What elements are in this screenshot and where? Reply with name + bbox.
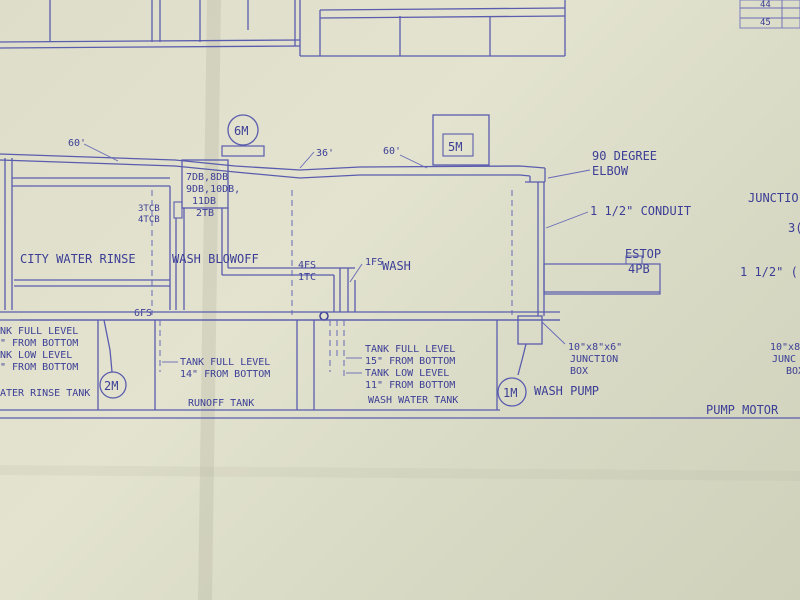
wash-tank-full-level: TANK FULL LEVEL [365, 344, 455, 355]
junction-box-label-1: JUNCTION [570, 354, 618, 365]
motor-2m-label: 2M [104, 379, 118, 393]
dimension-callouts: 60' 36' 60' [68, 138, 428, 169]
runoff-tank-full-level-distance: 14" FROM BOTTOM [180, 369, 270, 380]
motor-5m-label: 5M [448, 140, 462, 154]
runoff-tank-name: RUNOFF TANK [188, 398, 254, 409]
wash-pump-label: WASH PUMP [534, 384, 599, 398]
top-partial-structure [0, 0, 566, 57]
switch-6fs: 6FS [134, 308, 152, 319]
motor-6m: 6M [221, 114, 265, 157]
left-tank-line-1: NK FULL LEVEL [0, 326, 78, 337]
estop-pushbutton: ESTOP 4PB [543, 247, 661, 295]
section-dividers [151, 190, 513, 315]
elbow-callout: 90 DEGREE ELBOW [547, 149, 657, 179]
section-wash-blowoff: WASH BLOWOFF [172, 252, 259, 266]
conduit-callout: 1 1/2" CONDUIT [545, 204, 691, 229]
estop-label: ESTOP [625, 247, 661, 261]
right-3-label: 3( [788, 221, 800, 235]
main-conduit-run [0, 153, 546, 316]
estop-id-label: 4PB [628, 262, 650, 276]
tank-structure [0, 311, 800, 419]
wash-tank-labels: TANK FULL LEVEL 15" FROM BOTTOM TANK LOW… [346, 344, 458, 406]
motor-1m-label: 1M [503, 386, 517, 400]
panel-line-4: 2TB [196, 208, 214, 219]
right-junction-box-label-2: BOX [786, 366, 800, 377]
left-tank-line-3: NK LOW LEVEL [0, 350, 72, 361]
dimension-60-right: 60' [383, 146, 401, 157]
wash-tank-name: WASH WATER TANK [368, 395, 458, 406]
motor-2m: 2M [99, 319, 127, 399]
left-tank-labels: NK FULL LEVEL " FROM BOTTOM NK LOW LEVEL… [0, 326, 90, 399]
junction-box-size: 10"x8"x6" [568, 342, 622, 353]
panel-line-1: 7DB,8DB [186, 172, 228, 183]
left-tank-line-2: " FROM BOTTOM [0, 338, 78, 349]
conduit-label: 1 1/2" CONDUIT [590, 204, 691, 218]
switch-4fs: 4FS [298, 260, 316, 271]
pump-motor-label: PUMP MOTOR [706, 403, 779, 417]
motor-5m: 5M [432, 114, 490, 166]
left-tank-line-4: " FROM BOTTOM [0, 362, 78, 373]
left-tank-line-5: ATER RINSE TANK [0, 388, 90, 399]
wash-tank-full-level-distance: 15" FROM BOTTOM [365, 356, 455, 367]
panel-line-3: 11DB [192, 196, 216, 207]
section-city-water-rinse: CITY WATER RINSE [20, 252, 136, 266]
breaker-label-1: 3TCB [138, 204, 160, 214]
section-wash: WASH [382, 259, 411, 273]
switch-labels: 6FS 4FS 1TC 1FS [134, 257, 383, 321]
runoff-tank-labels: TANK FULL LEVEL 14" FROM BOTTOM RUNOFF T… [162, 357, 270, 409]
dimension-36: 36' [316, 148, 334, 159]
runoff-tank-full-level: TANK FULL LEVEL [180, 357, 270, 368]
switch-1tc: 1TC [298, 272, 316, 283]
parts-table: 44 45 [739, 0, 800, 29]
wash-tank-low-level-distance: 11" FROM BOTTOM [365, 380, 455, 391]
junction-box: 10"x8"x6" JUNCTION BOX [517, 315, 622, 377]
elbow-label-line-1: 90 DEGREE [592, 149, 657, 163]
motor-1m-wash-pump: 1M WASH PUMP [497, 377, 599, 407]
right-junction-box-size: 10"x8 [770, 342, 800, 353]
table-row-44: 44 [760, 0, 771, 10]
paper-fold-crease [198, 0, 221, 600]
elbow-label-line-2: ELBOW [592, 164, 629, 178]
switch-1fs: 1FS [365, 257, 383, 268]
dimension-60-left: 60' [68, 138, 86, 149]
breaker-label-2: 4TCB [138, 215, 160, 225]
right-edge-labels: JUNCTIO 3( 1 1/2" ( 10"x8 JUNC BOX PUMP … [706, 191, 800, 417]
right-junction-label: JUNCTIO [748, 191, 799, 205]
panel-line-2: 9DB,10DB, [186, 184, 240, 195]
wash-tank-low-level: TANK LOW LEVEL [365, 368, 449, 379]
paper-fold-horizontal [0, 465, 800, 481]
table-row-45: 45 [760, 18, 771, 28]
motor-6m-label: 6M [234, 124, 248, 138]
control-panel: 7DB,8DB 9DB,10DB, 11DB 2TB 3TCB 4TCB [138, 159, 356, 312]
junction-box-label-2: BOX [570, 366, 588, 377]
right-junction-box-label-1: JUNC [772, 354, 796, 365]
right-conduit-label: 1 1/2" ( [740, 265, 798, 279]
